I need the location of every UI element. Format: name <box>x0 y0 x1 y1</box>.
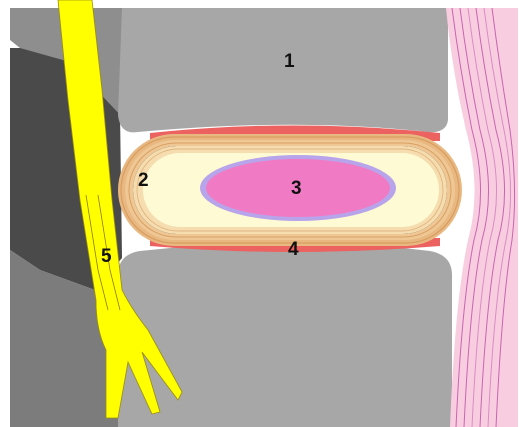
lower-vertebra <box>118 243 452 427</box>
label-2: 2 <box>138 170 149 191</box>
label-5: 5 <box>101 246 112 267</box>
label-4: 4 <box>288 239 299 260</box>
upper-vertebra <box>118 8 448 132</box>
label-3: 3 <box>291 178 302 199</box>
label-1: 1 <box>284 51 295 72</box>
